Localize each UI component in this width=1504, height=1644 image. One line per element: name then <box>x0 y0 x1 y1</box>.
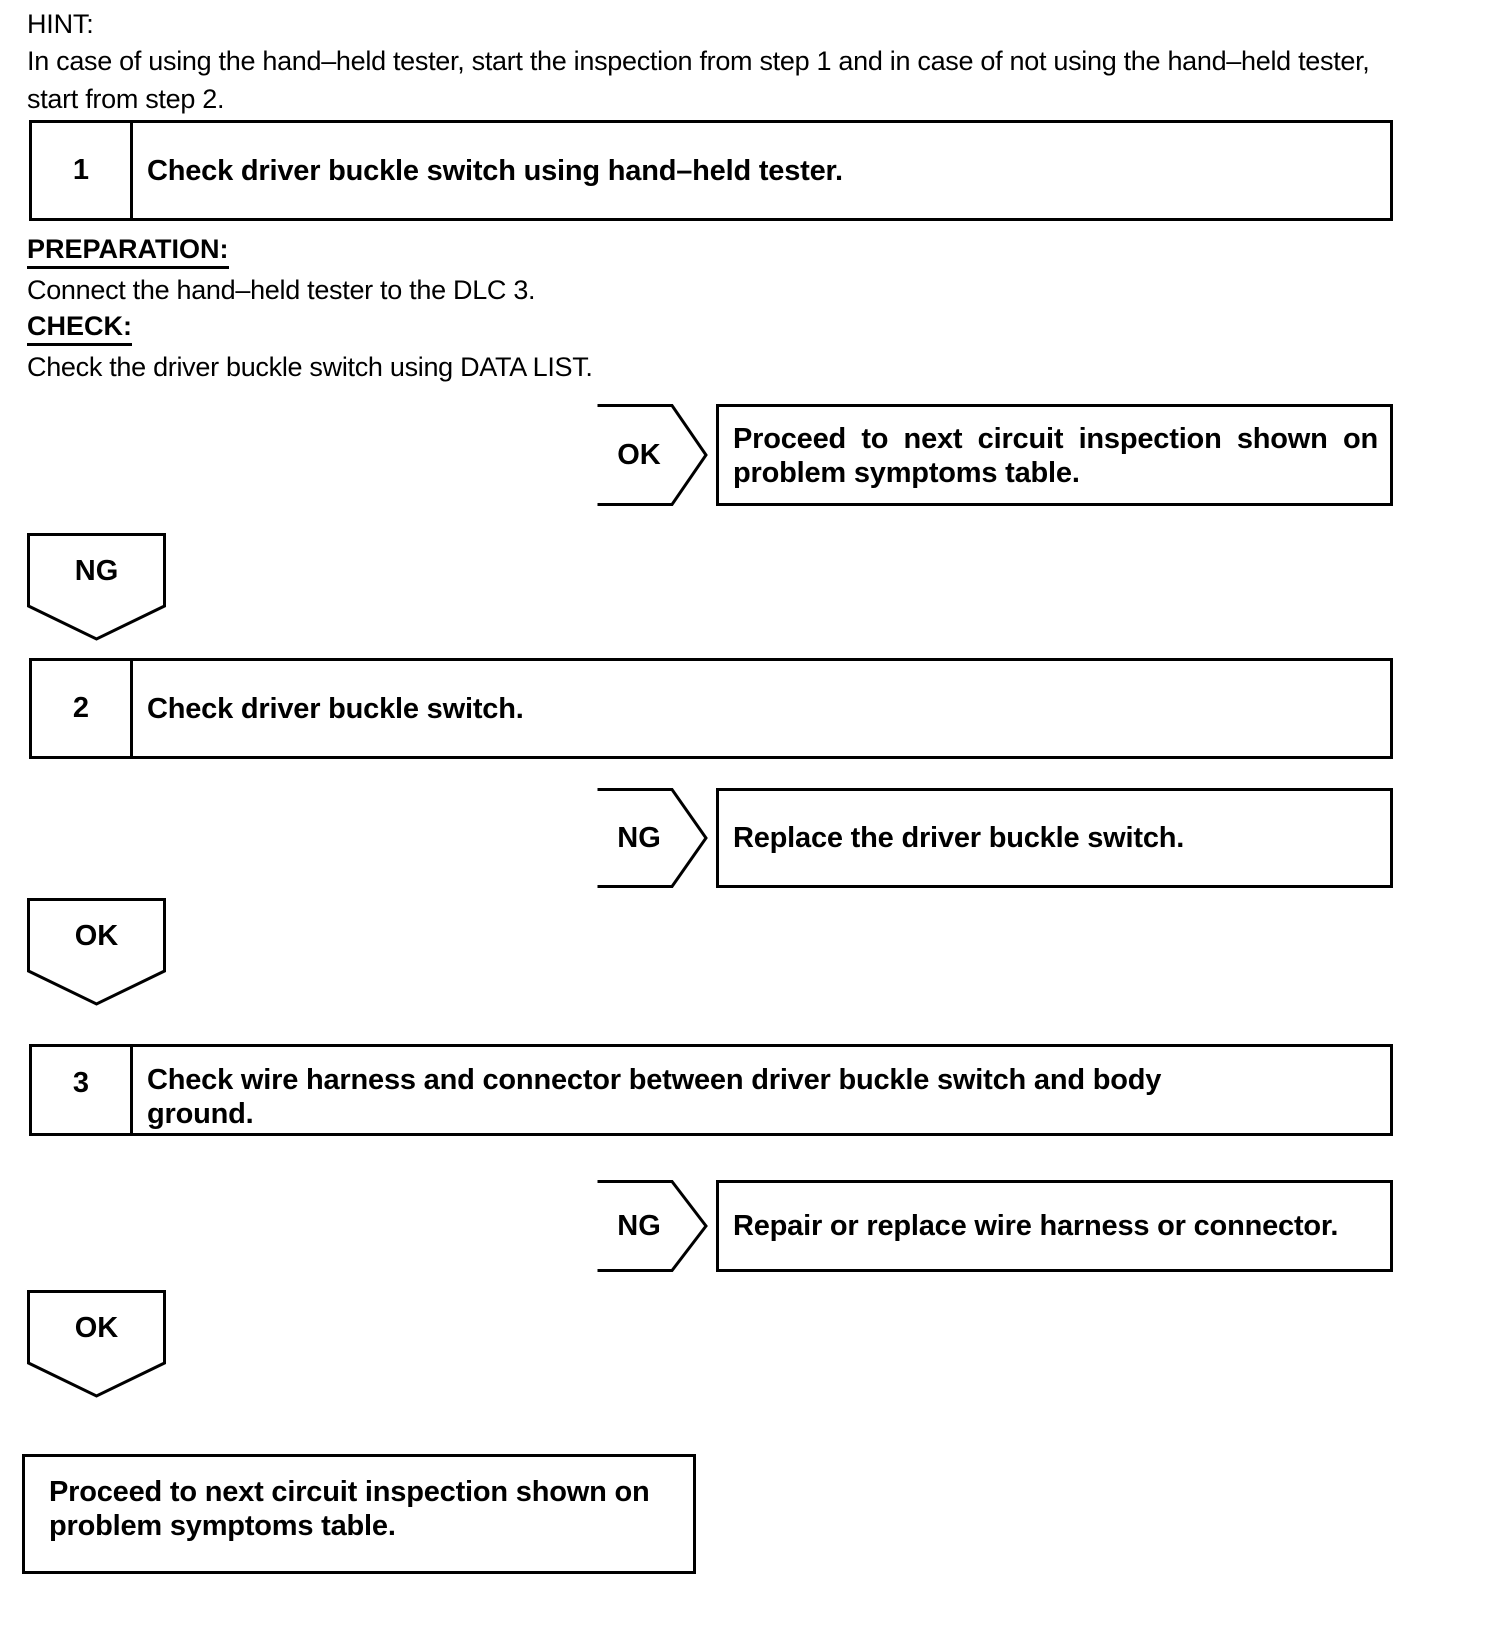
ng-arrow-right-icon-step3: NG <box>596 1180 708 1272</box>
branch-step3-ng: NG <box>596 1180 1396 1272</box>
ok-arrow-down-icon-step3: OK <box>27 1290 166 1398</box>
result-box-step1-ok: Proceed to next circuit inspection shown… <box>716 404 1393 506</box>
step-box-2: 2 Check driver buckle switch. <box>29 658 1393 759</box>
step-title-3: Check wire harness and connector between… <box>133 1047 1390 1133</box>
branch-label-step1-ng: NG <box>74 554 119 587</box>
branch-label-step3-ok: OK <box>74 1311 119 1344</box>
result-step3-ng-line1: Repair or replace wire harness or connec… <box>733 1210 1339 1242</box>
step-title-3-line1: Check wire harness and connector between… <box>147 1064 1162 1096</box>
result-step2-ng-line1: Replace the driver buckle switch. <box>733 822 1185 854</box>
terminal-line2: problem symptoms table. <box>49 1510 396 1542</box>
terminal-result-box: Proceed to next circuit inspection shown… <box>22 1454 696 1574</box>
step-title-1: Check driver buckle switch using hand–he… <box>147 154 843 187</box>
result-box-step2-ng: Replace the driver buckle switch. <box>716 788 1393 888</box>
branch-label-step2-ng: NG <box>617 821 661 854</box>
step-title-3-line2: ground. <box>147 1098 254 1130</box>
ok-arrow-down-icon-step2: OK <box>27 898 166 1006</box>
step-number-2: 2 <box>32 661 133 756</box>
hint-label: HINT: <box>27 9 94 39</box>
step-number-1: 1 <box>32 123 133 218</box>
result-step1-ok-line1: Proceed to next circuit inspection shown… <box>733 423 1378 455</box>
ng-arrow-down-icon-step1: NG <box>27 533 166 641</box>
preparation-text: Connect the hand–held tester to the DLC … <box>27 275 536 305</box>
branch-label-step3-ng: NG <box>617 1209 661 1242</box>
preparation-heading: PREPARATION: <box>27 232 229 269</box>
step-title-2: Check driver buckle switch. <box>147 692 524 725</box>
step-box-3: 3 Check wire harness and connector betwe… <box>29 1044 1393 1136</box>
step-number-3: 3 <box>32 1047 133 1133</box>
branch-step1-ok: OK <box>596 404 1396 506</box>
ng-arrow-right-icon-step2: NG <box>596 788 708 888</box>
preparation-check-block: PREPARATION: Connect the hand–held teste… <box>27 232 1027 386</box>
ok-arrow-right-icon: OK <box>596 404 708 506</box>
result-box-step3-ng: Repair or replace wire harness or connec… <box>716 1180 1393 1272</box>
terminal-line1: Proceed to next circuit inspection shown… <box>49 1476 650 1508</box>
step-box-1: 1 Check driver buckle switch using hand–… <box>29 120 1393 221</box>
hint-block: HINT: In case of using the hand–held tes… <box>27 6 1397 118</box>
check-text: Check the driver buckle switch using DAT… <box>27 352 593 382</box>
check-heading: CHECK: <box>27 309 132 346</box>
result-step1-ok-line2: problem symptoms table. <box>733 457 1080 489</box>
branch-label-step2-ok: OK <box>74 919 119 952</box>
hint-text: In case of using the hand–held tester, s… <box>27 46 1370 114</box>
branch-label-step1-ok: OK <box>617 438 661 471</box>
branch-step2-ng: NG <box>596 788 1396 888</box>
